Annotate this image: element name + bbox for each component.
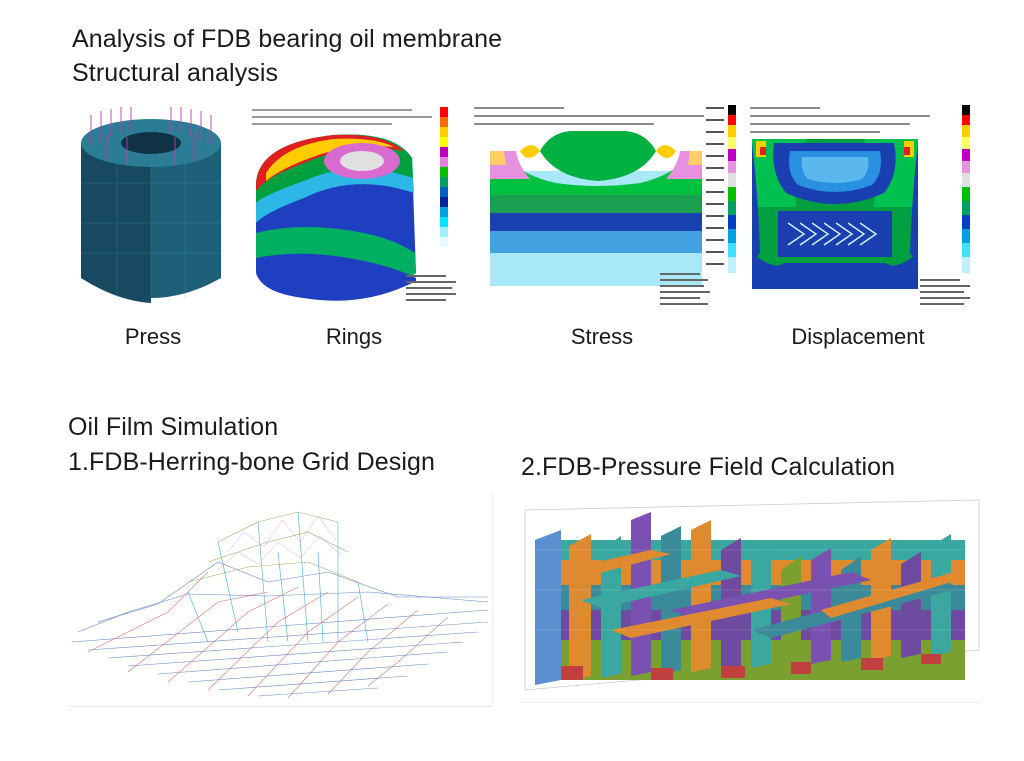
pressure-field-heading: 2.FDB-Pressure Field Calculation <box>521 453 896 481</box>
stress-image <box>470 103 742 311</box>
section-title-structural: Structural analysis <box>72 59 279 87</box>
caption-stress: Stress <box>570 324 634 349</box>
oil-film-heading: Oil Film Simulation <box>68 413 279 441</box>
caption-rings: Rings <box>325 324 383 349</box>
rings-image <box>244 103 466 311</box>
page-title: Analysis of FDB bearing oil membrane <box>72 25 503 53</box>
press-image <box>67 103 235 311</box>
displacement-image <box>744 103 976 311</box>
caption-displacement: Displacement <box>791 324 925 349</box>
herringbone-grid-image <box>68 492 493 707</box>
pressure-field-image <box>521 490 981 703</box>
herringbone-heading: 1.FDB-Herring-bone Grid Design <box>68 448 436 476</box>
caption-press: Press <box>124 324 182 349</box>
